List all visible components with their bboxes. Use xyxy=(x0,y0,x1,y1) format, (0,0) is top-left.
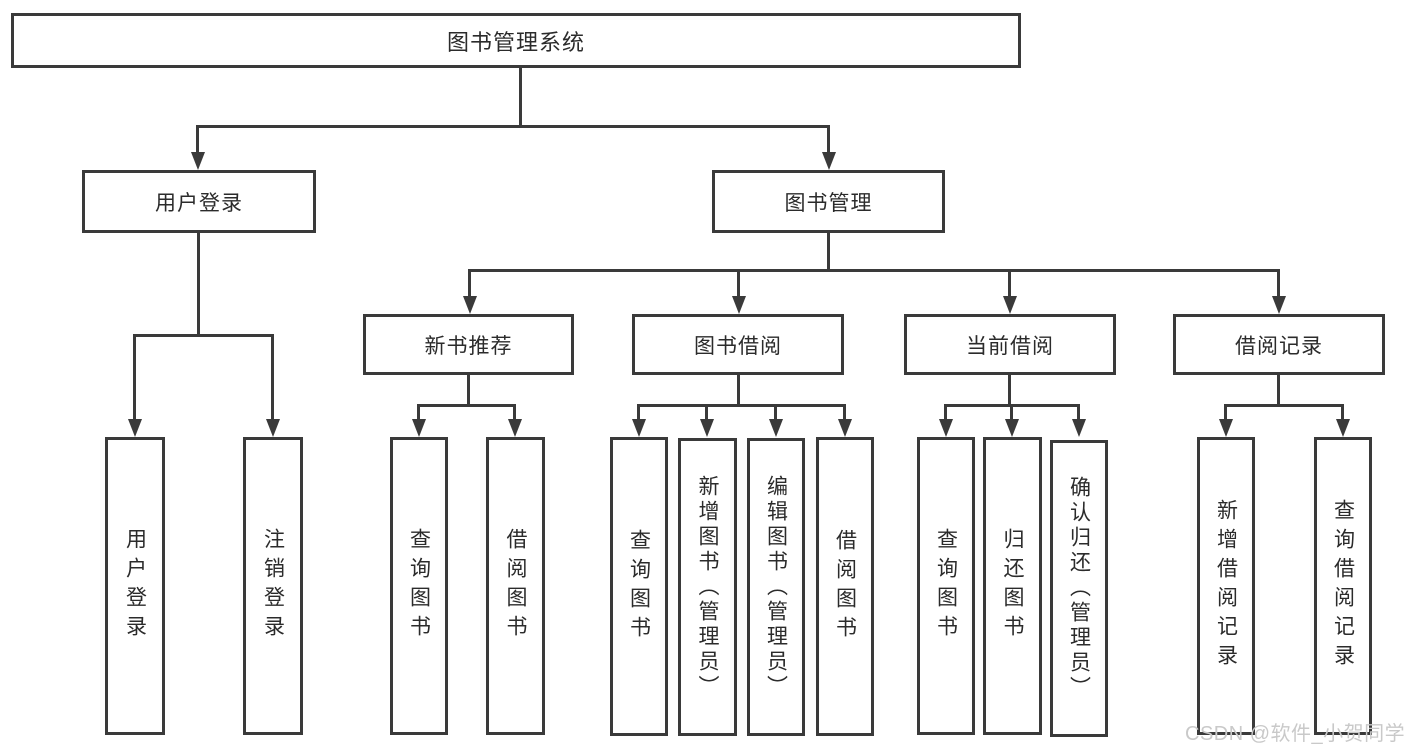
connector-user-login-trunk xyxy=(197,233,200,337)
node-edit-book-admin: 编辑图书（管理员） xyxy=(747,438,805,736)
connector-drop xyxy=(1010,404,1013,421)
arrow-down-icon xyxy=(266,419,280,437)
node-borrow-books-1: 借阅图书 xyxy=(486,437,545,735)
arrow-down-icon xyxy=(732,296,746,314)
connector-new-book-branch xyxy=(417,404,516,407)
node-label: 图书管理系统 xyxy=(446,29,585,55)
node-label: 查询图书 xyxy=(627,528,651,645)
connector-drop xyxy=(1341,404,1344,421)
connector-drop xyxy=(637,404,640,421)
connector-borrow-records-branch xyxy=(1224,404,1344,407)
node-label: 新增图书（管理员） xyxy=(696,474,719,700)
node-label: 新增借阅记录 xyxy=(1214,499,1238,673)
node-confirm-return-admin: 确认归还（管理员） xyxy=(1050,440,1108,737)
arrow-down-icon xyxy=(1272,296,1286,314)
node-label: 图书借阅 xyxy=(694,334,782,358)
connector-drop xyxy=(513,404,516,421)
node-book-management: 图书管理 xyxy=(712,170,945,233)
arrow-down-icon xyxy=(412,419,426,437)
arrow-down-icon xyxy=(632,419,646,437)
connector-drop xyxy=(1224,404,1227,421)
node-label: 借阅记录 xyxy=(1235,334,1323,358)
connector-drop-book-borrow xyxy=(737,269,740,297)
node-new-book-recommend: 新书推荐 xyxy=(363,314,574,375)
node-book-borrow: 图书借阅 xyxy=(632,314,844,375)
connector-drop-book-management xyxy=(827,125,830,152)
connector-root-branch xyxy=(197,125,830,128)
arrow-down-icon xyxy=(1005,419,1019,437)
node-label: 当前借阅 xyxy=(966,334,1054,358)
node-label: 查询图书 xyxy=(407,528,431,644)
connector-borrow-records-trunk xyxy=(1277,375,1280,407)
connector-user-login-branch xyxy=(134,334,274,337)
node-user-login: 用户登录 xyxy=(82,170,316,233)
node-logout-leaf: 注销登录 xyxy=(243,437,303,735)
connector-drop-user-login xyxy=(196,125,199,152)
connector-book-borrow-trunk xyxy=(737,375,740,407)
arrow-down-icon xyxy=(838,419,852,437)
node-label: 用户登录 xyxy=(123,528,147,644)
node-label: 查询图书 xyxy=(934,528,958,644)
node-label: 归还图书 xyxy=(1001,528,1024,644)
node-query-borrow-record: 查询借阅记录 xyxy=(1314,437,1372,735)
connector-drop xyxy=(944,404,947,421)
arrow-down-icon xyxy=(1219,419,1233,437)
node-label: 查询借阅记录 xyxy=(1331,499,1355,673)
node-borrow-books-2: 借阅图书 xyxy=(816,437,874,736)
connector-drop xyxy=(417,404,420,421)
node-add-book-admin: 新增图书（管理员） xyxy=(678,438,737,736)
arrow-down-icon xyxy=(463,296,477,314)
arrow-down-icon xyxy=(939,419,953,437)
connector-book-management-branch xyxy=(469,269,1280,272)
node-query-books-1: 查询图书 xyxy=(390,437,448,735)
arrow-down-icon xyxy=(700,419,714,437)
node-label: 编辑图书（管理员） xyxy=(764,474,788,700)
node-user-login-leaf: 用户登录 xyxy=(105,437,165,735)
connector-drop xyxy=(705,404,708,421)
connector-drop-current-borrow xyxy=(1008,269,1011,297)
arrow-down-icon xyxy=(769,419,783,437)
arrow-down-icon xyxy=(1336,419,1350,437)
node-label: 新书推荐 xyxy=(424,334,513,358)
node-library-management-system: 图书管理系统 xyxy=(11,13,1021,68)
connector-drop-new-book-recommend xyxy=(468,269,471,297)
connector-drop xyxy=(1077,404,1080,421)
node-label: 确认归还（管理员） xyxy=(1067,476,1091,701)
node-borrow-records: 借阅记录 xyxy=(1173,314,1385,375)
node-label: 借阅图书 xyxy=(833,528,857,645)
arrow-down-icon xyxy=(822,152,836,170)
arrow-down-icon xyxy=(1072,419,1086,437)
node-label: 借阅图书 xyxy=(504,528,527,644)
arrow-down-icon xyxy=(191,152,205,170)
connector-current-borrow-trunk xyxy=(1008,375,1011,407)
node-add-borrow-record: 新增借阅记录 xyxy=(1197,437,1255,735)
arrow-down-icon xyxy=(508,419,522,437)
node-label: 用户登录 xyxy=(155,191,243,215)
connector-book-borrow-branch xyxy=(637,404,845,407)
connector-drop-borrow-records xyxy=(1277,269,1280,297)
arrow-down-icon xyxy=(128,419,142,437)
node-current-borrow: 当前借阅 xyxy=(904,314,1116,375)
connector-drop-logout-leaf xyxy=(271,334,274,421)
node-return-books: 归还图书 xyxy=(983,437,1042,735)
node-label: 注销登录 xyxy=(261,528,285,644)
connector-drop xyxy=(843,404,846,421)
connector-book-management-trunk xyxy=(827,233,830,272)
csdn-watermark: CSDN @软件_小贺同学 xyxy=(1185,723,1405,745)
arrow-down-icon xyxy=(1003,296,1017,314)
node-query-books-3: 查询图书 xyxy=(917,437,975,735)
connector-drop-user-login-leaf xyxy=(133,334,136,421)
connector-root-trunk xyxy=(519,67,522,127)
connector-drop xyxy=(774,404,777,421)
node-label: 图书管理 xyxy=(784,191,873,215)
connector-new-book-trunk xyxy=(467,375,470,407)
node-query-books-2: 查询图书 xyxy=(610,437,668,736)
